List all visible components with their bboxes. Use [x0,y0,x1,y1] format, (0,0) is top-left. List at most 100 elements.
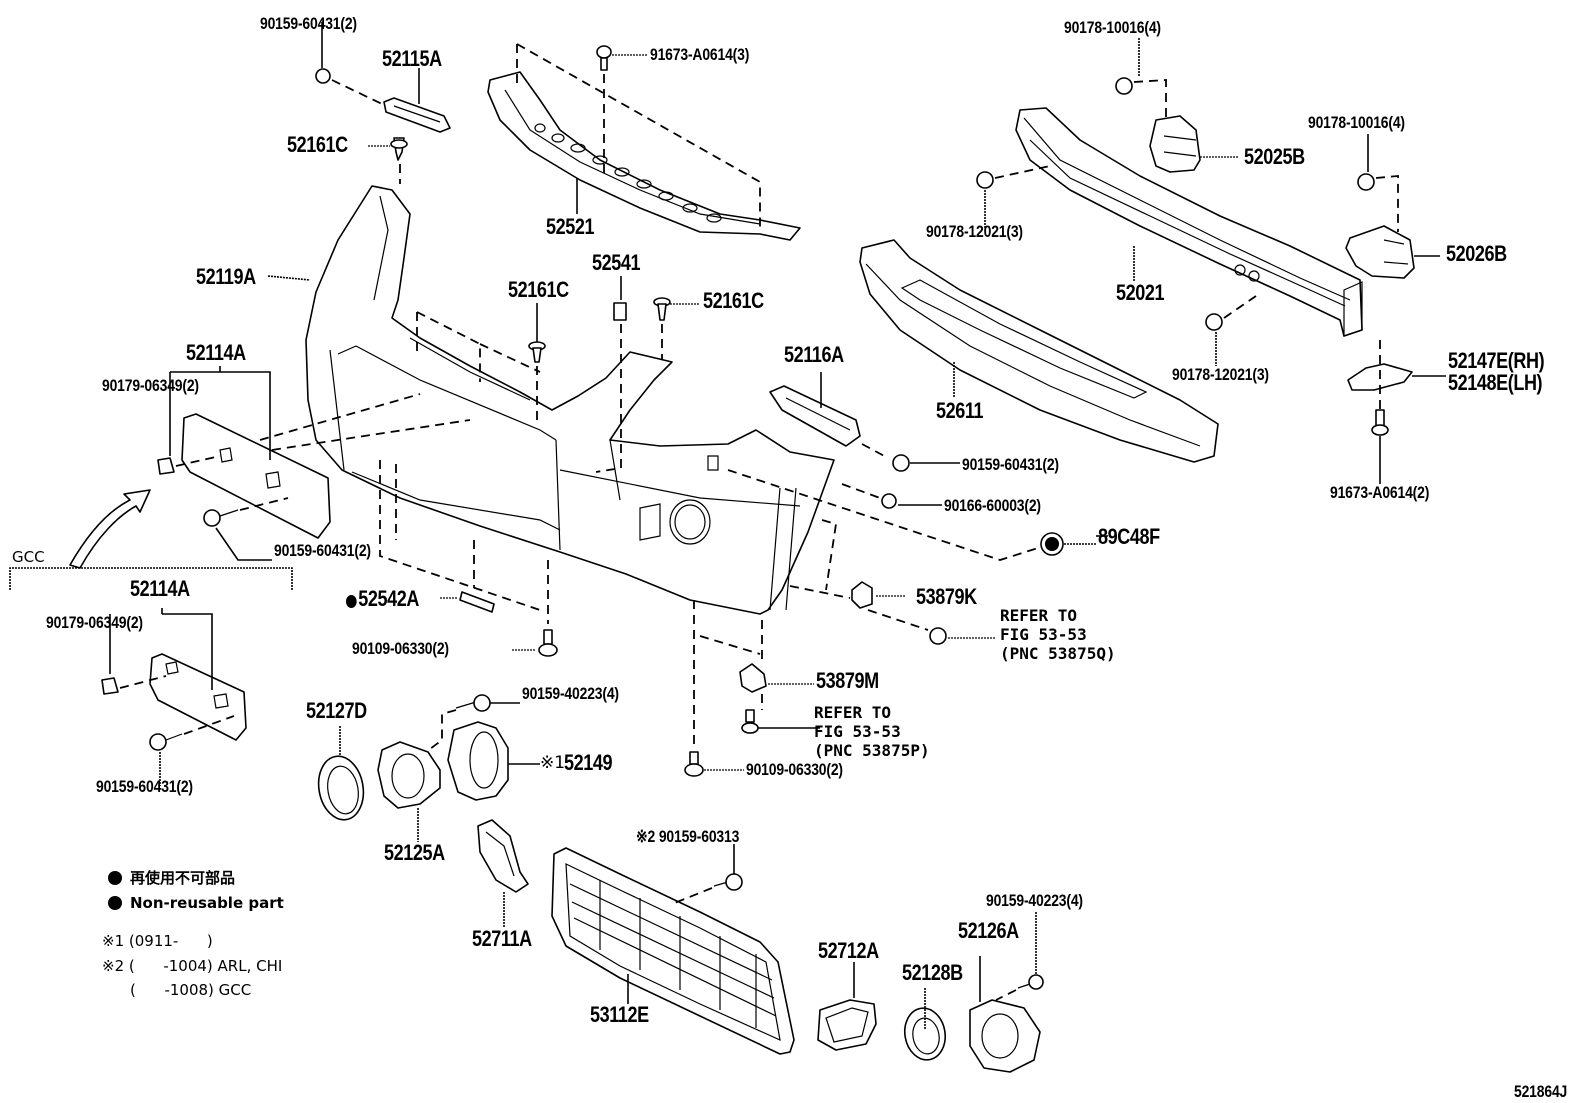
part-label-90159-40223[interactable]: 90159-40223(4) [522,684,619,703]
part-label-52114A[interactable]: 52114A [186,340,246,365]
bolt-91673-A0614-right[interactable] [1371,409,1389,484]
part-label-52712A[interactable]: 52712A [818,938,879,963]
part-label-52116A[interactable]: 52116A [784,342,844,367]
part-label-52147E-RH[interactable]: 52147E(RH) [1448,348,1545,373]
clip-52161C-right[interactable] [653,297,700,321]
fog-housing-52149[interactable] [447,721,540,801]
figure-id: 521864J [1514,1082,1568,1101]
part-label-52711A[interactable]: 52711A [472,926,532,951]
nut-90178-12021-a[interactable] [976,171,994,228]
screw-90159-60313[interactable] [713,844,743,891]
part-label-90178-12021[interactable]: 90178-12021(3) [1172,365,1269,384]
screw-90159-60431-plate[interactable] [203,509,272,561]
part-label-90166-60003[interactable]: 90166-60003(2) [944,496,1041,515]
screw-90159-40223-b[interactable] [1017,912,1044,990]
part-label-52127D[interactable]: 52127D [306,698,367,723]
nut-90179-06349[interactable] [157,457,175,475]
part-label-90159-60431[interactable]: 90159-60431(2) [962,455,1059,474]
part-label-90178-10016[interactable]: 90178-10016(4) [1064,18,1161,37]
fog-bracket-52125A[interactable] [377,741,441,842]
fog-cover-52127D[interactable] [314,726,368,823]
screw-53875P[interactable] [741,709,820,734]
part-label-52541[interactable]: 52541 [592,250,641,275]
seal-52542A[interactable] [440,591,495,613]
part-label-52611[interactable]: 52611 [936,398,984,423]
part-label-91673-A0614[interactable]: 91673-A0614(2) [1330,483,1430,502]
bracket-52026B[interactable] [1345,225,1440,279]
assembly-line [789,519,929,631]
bracket-52025B[interactable] [1149,115,1238,173]
reference-note-53875Q[interactable]: REFER TO FIG 53-53 (PNC 53875Q) [1000,606,1116,663]
part-label-90179-06349-gcc[interactable]: 90179-06349(2) [46,613,143,632]
part-label-52025B[interactable]: 52025B [1244,144,1305,169]
grille-53112E[interactable] [551,847,795,1055]
bumper-cover-52119A[interactable] [305,185,835,615]
clip-53879K[interactable] [851,581,906,609]
retainer-52115A[interactable] [383,68,451,133]
clip-52161C-mid[interactable] [528,303,546,363]
bolt-90159-60431-mid[interactable] [892,454,960,472]
license-bracket-52114A-gcc[interactable] [109,608,247,741]
upper-retainer-52521[interactable] [487,71,801,241]
part-label-52149[interactable]: 52149 [564,750,613,775]
part-label-52542A[interactable]: 52542A [346,588,419,610]
part-label-52115A[interactable]: 52115A [382,46,442,71]
part-label-52126A[interactable]: 52126A [958,918,1019,943]
part-label-90109-06330[interactable]: 90109-06330(2) [352,639,449,658]
bezel-52712A[interactable] [817,962,877,1051]
part-label-90159-60431[interactable]: 90159-60431(2) [274,541,371,560]
nut-90179-06349-gcc[interactable] [101,677,119,695]
part-label-52021[interactable]: 52021 [1116,280,1165,305]
bolt-90159-60431-top[interactable] [315,22,331,84]
part-label-90109-06330[interactable]: 90109-06330(2) [746,760,843,779]
part-label-89C48F[interactable]: 89C48F [1098,524,1160,549]
legend-note-2: ※2 ( -1004) ARL, CHI [102,957,283,975]
nut-90178-10016-b[interactable] [1357,134,1375,191]
bumper-reinforcement-52021[interactable] [1015,107,1363,337]
part-label-90178-12021[interactable]: 90178-12021(3) [926,222,1023,241]
retainer-52116A[interactable] [769,372,861,447]
part-label-52026B[interactable]: 52026B [1446,241,1507,266]
part-label-52119A[interactable]: 52119A [196,264,256,289]
clip-52161C-top[interactable] [368,137,408,161]
nut-90178-10016-a[interactable] [1115,38,1140,95]
reference-note-53875P[interactable]: REFER TO FIG 53-53 (PNC 53875P) [814,703,930,760]
screw-90159-60431-gcc[interactable] [149,733,183,786]
clip-53879M[interactable] [739,663,814,693]
part-label-53112E[interactable]: 53112E [590,1002,649,1027]
part-label-91673-A0614[interactable]: 91673-A0614(3) [650,45,750,64]
part-label-53879K[interactable]: 53879K [916,584,977,609]
part-label-90178-10016[interactable]: 90178-10016(4) [1308,113,1405,132]
part-label-90159-40223[interactable]: 90159-40223(4) [986,891,1083,910]
bolt-90109-06330-a[interactable] [512,629,558,657]
part-label-52128B[interactable]: 52128B [902,960,963,985]
part-label-52521[interactable]: 52521 [546,214,595,239]
part-label-52148E-LH[interactable]: 52148E(LH) [1448,370,1543,395]
part-label-90159-60431[interactable]: 90159-60431(2) [260,14,357,33]
bolt-91673-A0614-top[interactable] [596,45,648,71]
part-label-90159-60431-gcc[interactable]: 90159-60431(2) [96,777,193,796]
bezel-52711A[interactable] [477,819,529,928]
energy-absorber-52611[interactable] [859,239,1219,463]
part-label-52161C[interactable]: 52161C [287,132,348,157]
fog-housing-52126A[interactable] [969,956,1041,1073]
bolt-90109-06330-b[interactable] [684,751,744,777]
part-label-90179-06349[interactable]: 90179-06349(2) [102,376,199,395]
part-label-52125A[interactable]: 52125A [384,840,445,865]
nut-90178-12021-b[interactable] [1205,313,1223,366]
bracket-52541[interactable] [613,276,627,321]
part-label-52161C[interactable]: 52161C [508,277,569,302]
license-bracket-52114A[interactable] [169,366,331,539]
part-label-90159-60313[interactable]: ※2 90159-60313 [636,827,740,846]
part-label-52161C[interactable]: 52161C [703,288,764,313]
sensor-89C48F[interactable] [1040,532,1096,556]
nut-53875Q[interactable] [929,627,996,645]
clip-90166-60003[interactable] [881,493,942,509]
assembly-line [425,709,457,753]
assembly-line [1375,175,1399,232]
bracket-52147E-52148E[interactable] [1347,363,1446,391]
screw-90159-40223-a[interactable] [455,694,520,712]
fog-ring-52128B[interactable] [901,988,949,1063]
part-label-52114A-gcc[interactable]: 52114A [130,576,190,601]
part-label-53879M[interactable]: 53879M [816,668,879,693]
